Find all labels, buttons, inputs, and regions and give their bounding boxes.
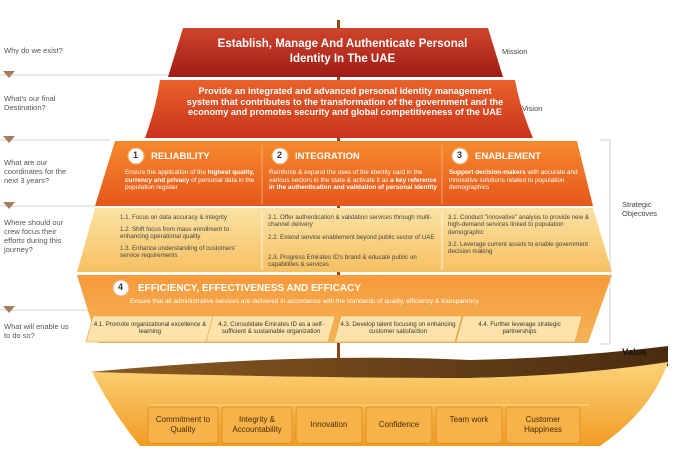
pillar-2-item: 2.1. Offer authentication & validation s… (268, 214, 432, 229)
question-why-exist: Why do we exist? (4, 46, 63, 55)
pillar-3-title: ENABLEMENT (475, 151, 541, 162)
efficiency-number: 4 (117, 282, 123, 292)
pillar-1-title: RELIABILITY (151, 151, 210, 162)
efficiency-item: 4.3. Develop talent focusing on enhancin… (340, 321, 456, 336)
left-dividers (0, 74, 180, 311)
number-circles (112, 147, 469, 297)
efficiency-item: 4.4. Further leverage strategic partners… (478, 321, 561, 336)
value-boxes (147, 406, 581, 444)
pillar-2-item: 2.3. Progress Emirates ID's brand & educ… (268, 254, 417, 269)
vision-text: Provide an integrated and advanced perso… (186, 86, 504, 117)
value-item: Innovation (310, 420, 348, 429)
value-item: Confidence (378, 420, 420, 429)
vision-sail (145, 80, 533, 138)
pillar-3-number: 3 (456, 150, 462, 160)
value-label: Value (622, 347, 647, 358)
pillar-1-number: 1 (132, 150, 138, 160)
pillar-1-item: 1.2. Shift focus from mass enrollment to… (120, 226, 230, 241)
strategic-objectives-label: Strategic Objectives (622, 200, 658, 218)
value-item: Integrity & Accountability (232, 415, 282, 434)
pillar-3-item: 3.1. Conduct "innovative" analysis to pr… (448, 214, 589, 236)
pillar-2-item: 2.2. Extend service enablement beyond pu… (268, 234, 435, 241)
question-destination: What's our final Destination? (4, 94, 56, 112)
divider-arrows (3, 71, 15, 313)
pillar-2-desc: Reinforce & expand the uses of the ident… (269, 169, 437, 192)
efficiency-desc: Ensure that all administrative services … (130, 298, 479, 305)
efficiency-title: EFFICIENCY, EFFECTIVENESS AND EFFICACY (138, 283, 361, 294)
boat-deck (90, 346, 668, 379)
objectives-sail (77, 208, 612, 272)
mission-sail (168, 28, 503, 77)
mission-text: Establish, Manage And Authenticate Perso… (217, 38, 468, 65)
vision-label: Vision (522, 104, 543, 113)
question-focus: Where should our crew focus their effort… (4, 218, 64, 254)
pillar-3-item: 3.2. Leverage current assets to enable g… (448, 241, 588, 256)
pillar-3-desc: Support decision-makers with accurate an… (449, 169, 578, 192)
value-item: Customer Happiness (524, 415, 562, 434)
question-enable: What will enable us to do so? (4, 322, 69, 340)
mission-label: Mission (502, 47, 528, 56)
value-item: Team work (449, 415, 489, 424)
efficiency-item: 4.1. Promote organizational excellence &… (93, 321, 207, 336)
pillar-1-item: 1.3. Enhance understanding of customers'… (120, 245, 236, 260)
pillar-1-item: 1.1. Focus on data accuracy & integrity (120, 214, 227, 221)
pillar-2-number: 2 (276, 150, 282, 160)
efficiency-boxes (85, 315, 583, 343)
efficiency-item: 4.2. Consolidate Emirates ID as a self-s… (218, 321, 324, 336)
pillar-1-desc: Ensure the application of the highest qu… (125, 169, 255, 192)
question-coordinates: What are our coordinates for the next 3 … (4, 158, 67, 185)
pillar-2-title: INTEGRATION (295, 151, 360, 162)
value-item: Commitment to Quality (155, 415, 211, 434)
